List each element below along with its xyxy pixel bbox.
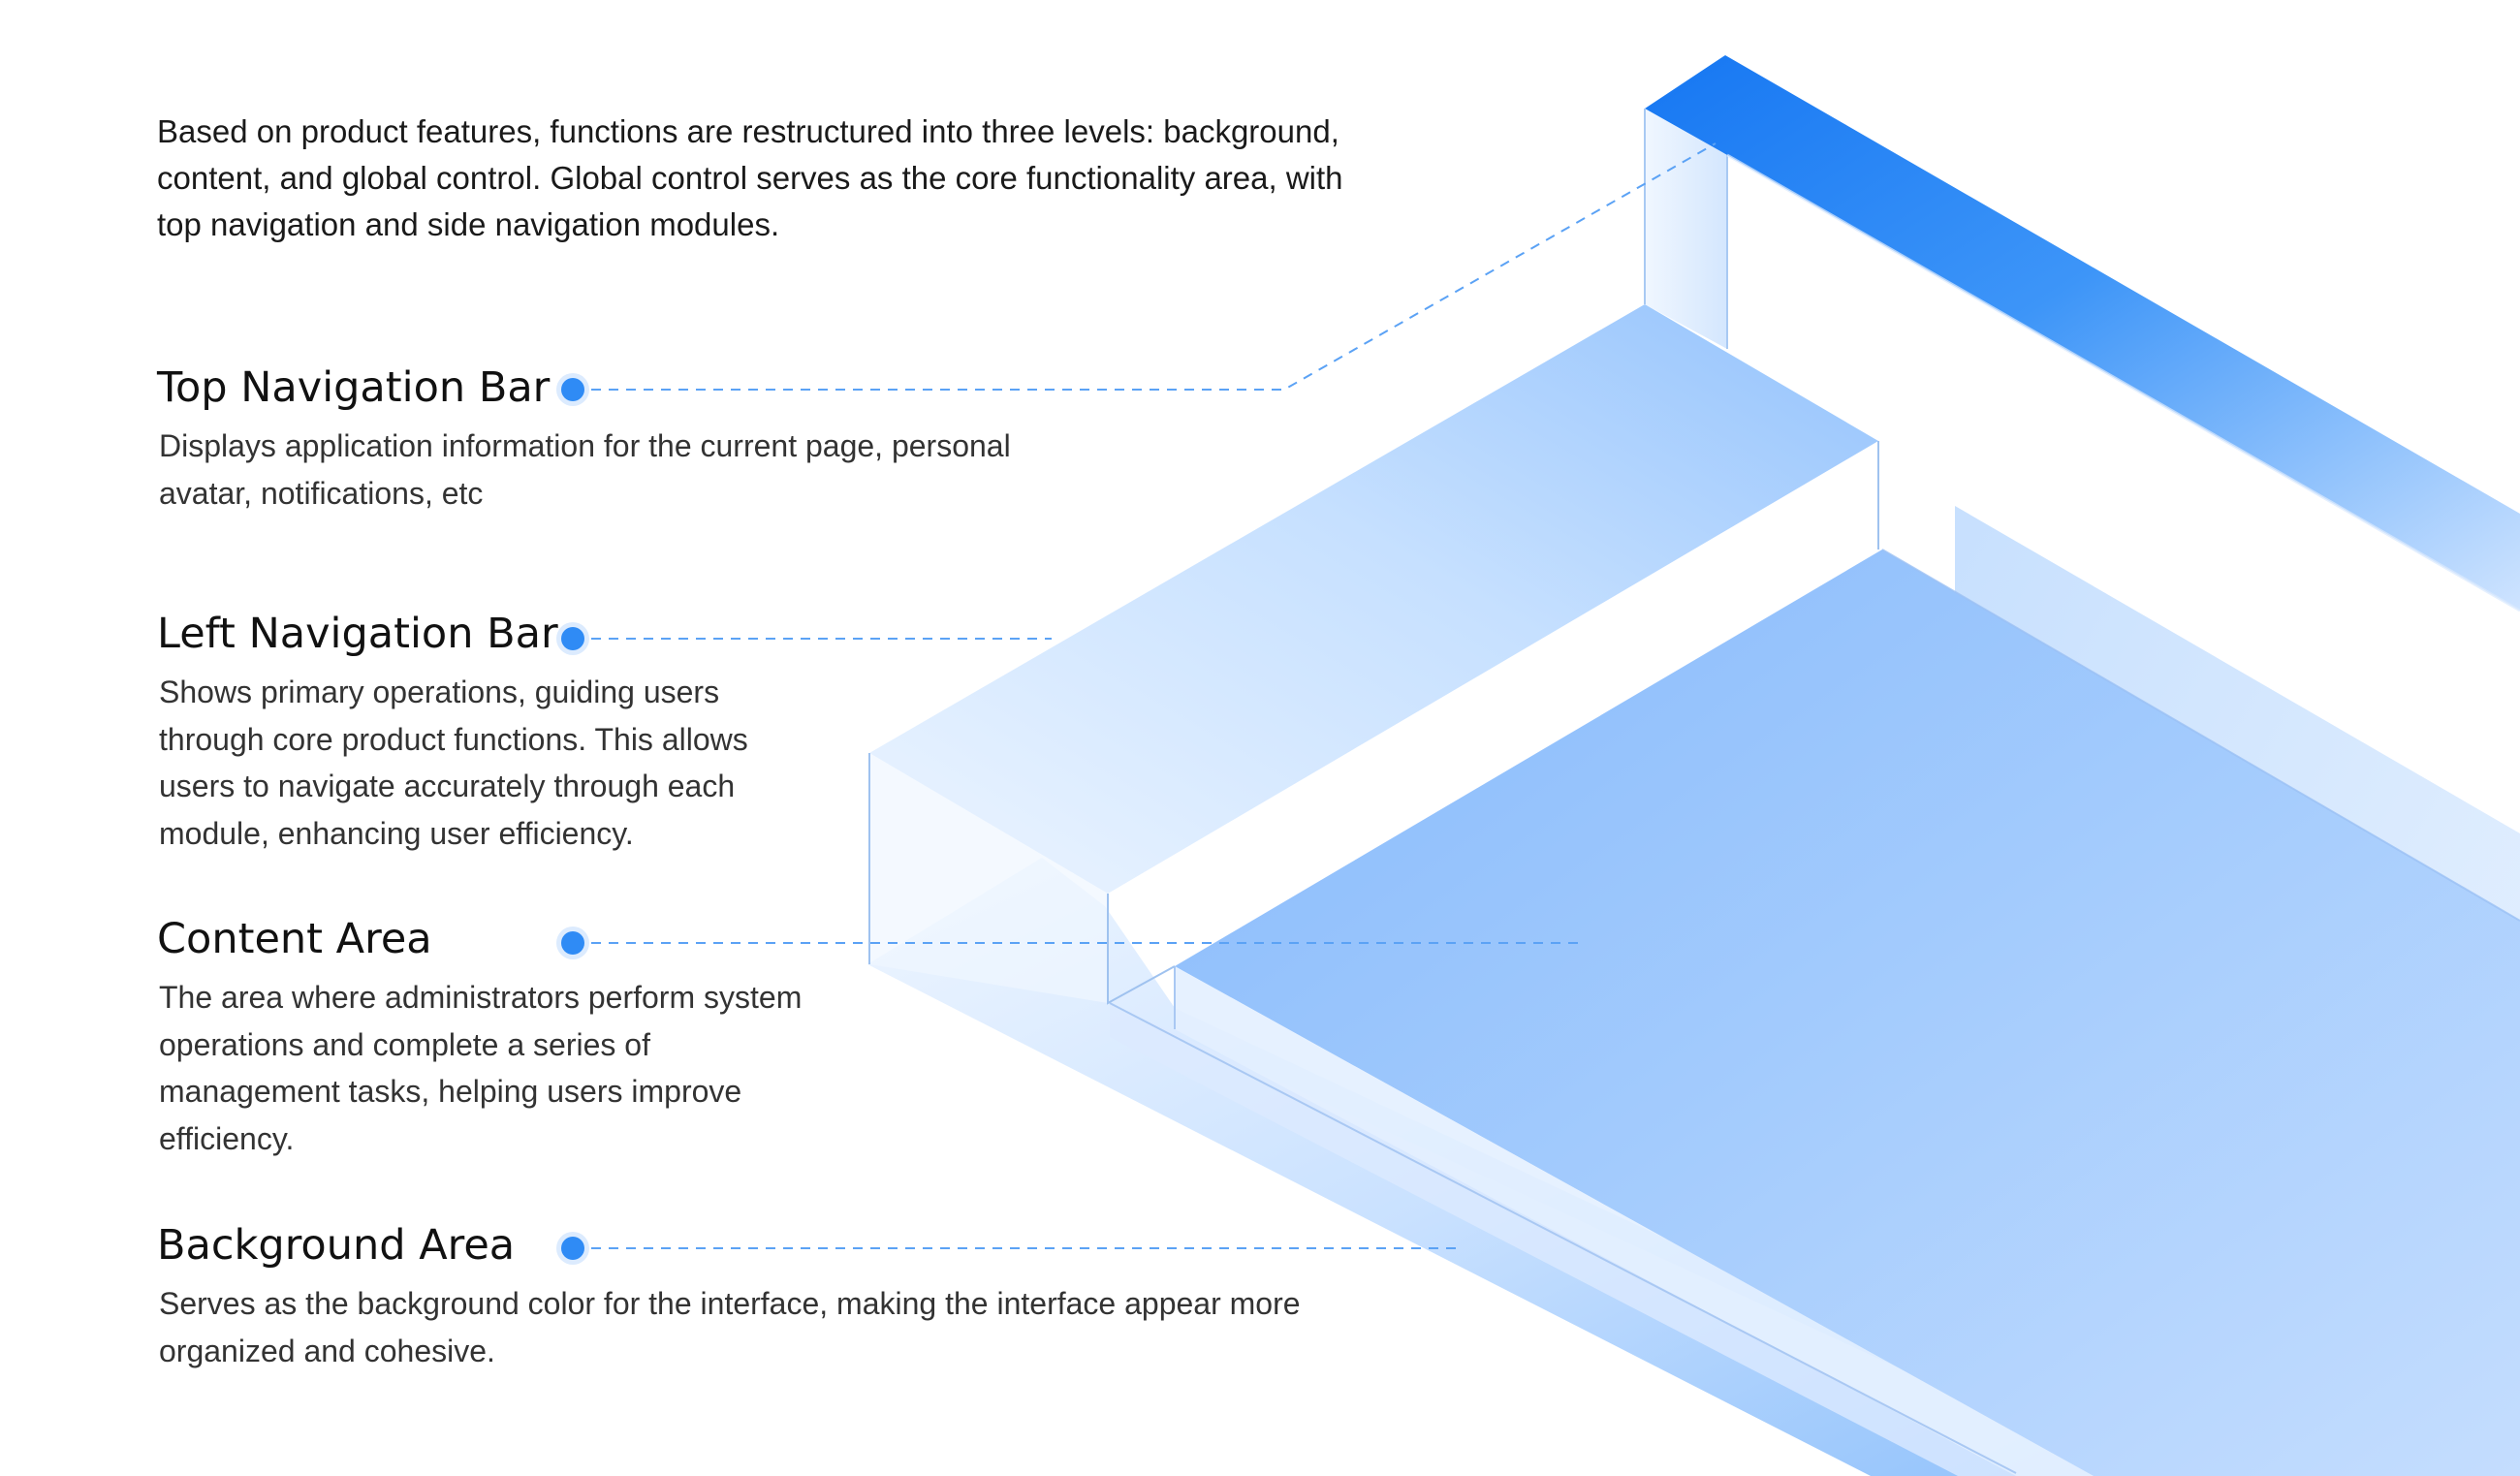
section-description: Displays application information for the…	[159, 428, 1011, 511]
left-navigation-layer	[868, 304, 1879, 1005]
section-description: The area where administrators perform sy…	[159, 980, 803, 1156]
leader-left-navigation	[556, 622, 1052, 655]
content-area-layer	[1109, 549, 2520, 1476]
section-title: Background Area	[157, 1221, 516, 1270]
section-title: Content Area	[157, 915, 432, 963]
leader-background-area	[556, 1232, 1459, 1265]
section-description: Shows primary operations, guiding users …	[159, 675, 748, 851]
section-top-navigation: Top Navigation Bar Displays application …	[157, 361, 1080, 517]
section-title: Left Navigation Bar	[157, 610, 558, 658]
leader-top-navigation	[556, 142, 1717, 406]
leader-content-area	[556, 926, 1580, 959]
section-background-area: Background Area Serves as the background…	[157, 1218, 1380, 1374]
section-content-area: Content Area The area where administrato…	[157, 912, 818, 1162]
section-left-navigation: Left Navigation Bar Shows primary operat…	[157, 607, 818, 857]
section-description: Serves as the background color for the i…	[159, 1286, 1301, 1368]
intro-text: Based on product features, functions are…	[157, 113, 1343, 242]
top-navigation-layer	[1644, 55, 2520, 612]
section-title: Top Navigation Bar	[157, 363, 551, 412]
